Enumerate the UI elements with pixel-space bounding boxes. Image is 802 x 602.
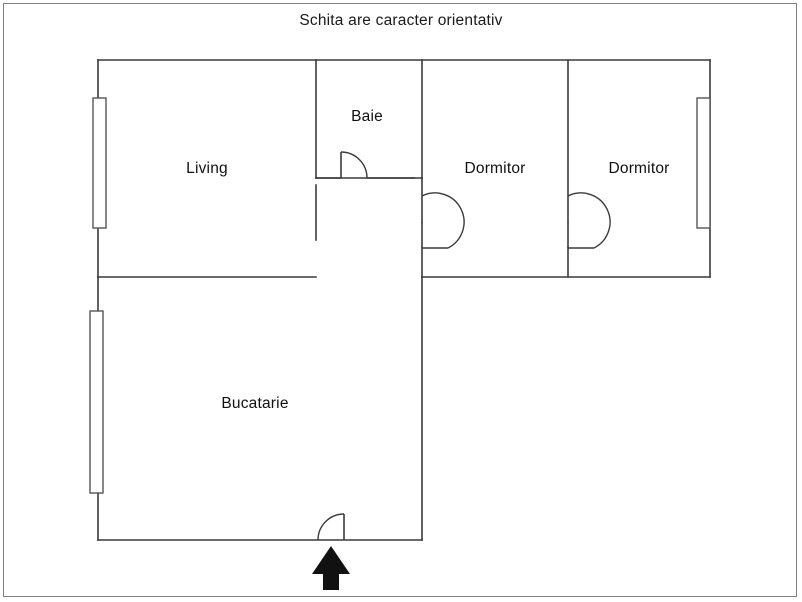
door-dormitor-2 — [567, 192, 611, 249]
page-title: Schita are caracter orientativ — [299, 12, 503, 29]
room-label-living: Living — [186, 160, 228, 177]
entrance-arrow — [312, 546, 350, 590]
entrance-arrow-group — [312, 546, 350, 590]
walls-group — [97, 59, 711, 541]
door-dormitor-1 — [421, 192, 465, 249]
window-dormitor-right — [696, 97, 711, 229]
room-label-bucatarie: Bucatarie — [221, 395, 289, 412]
door-baie — [316, 151, 415, 179]
window-bucatarie-left — [89, 310, 104, 494]
window-living-left — [92, 97, 107, 229]
room-label-dormitor-1: Dormitor — [464, 160, 526, 177]
room-label-baie: Baie — [351, 108, 383, 125]
door-entrance — [317, 513, 345, 541]
doors-group — [316, 151, 611, 541]
windows-group — [89, 97, 711, 494]
room-label-dormitor-2: Dormitor — [608, 160, 670, 177]
